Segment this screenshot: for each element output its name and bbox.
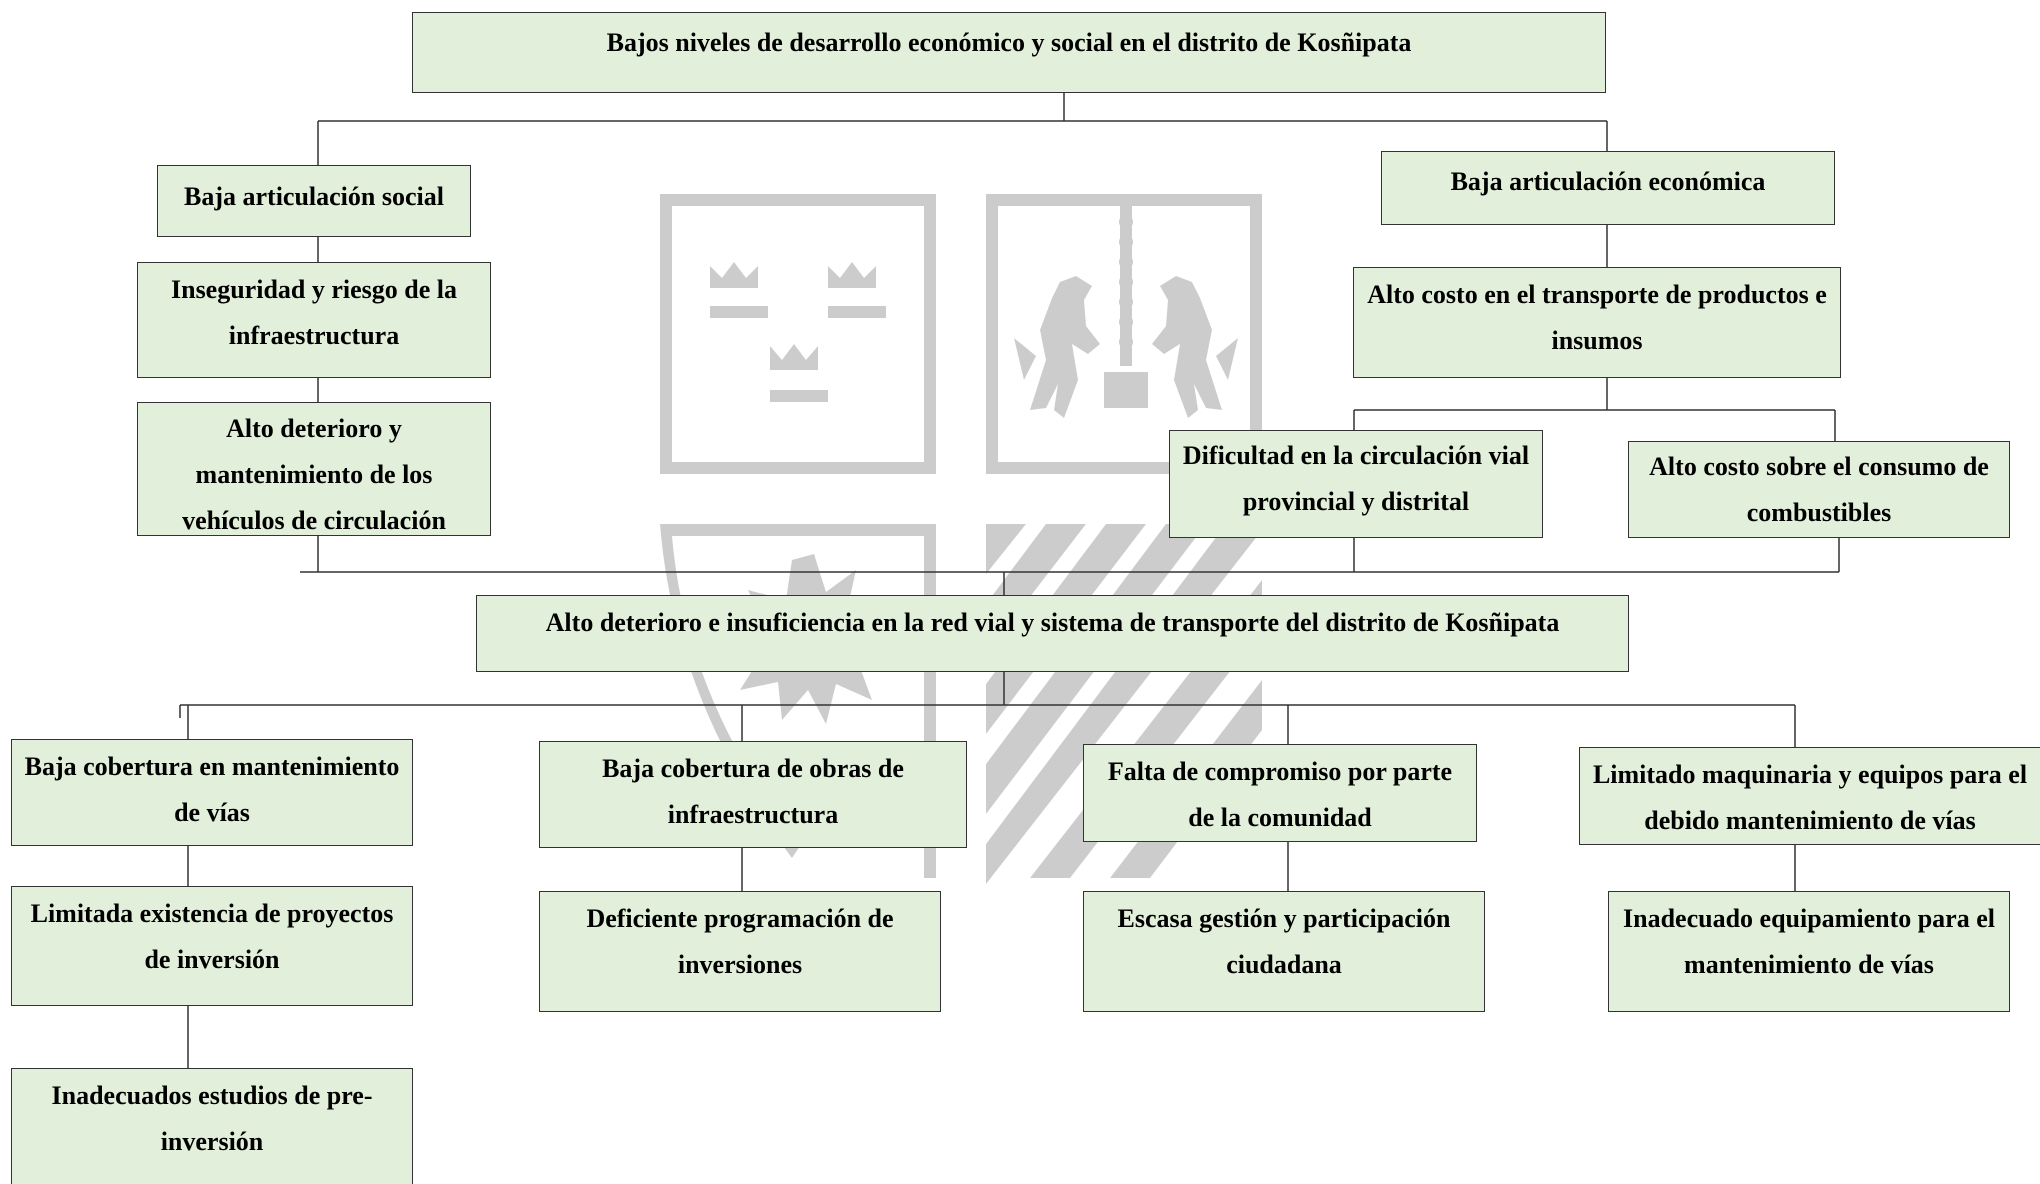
central-problem-label: Alto deterioro e insuficiencia en la red…	[545, 608, 1560, 637]
economic-effect-label: Alto costo en el transporte de productos…	[1367, 280, 1827, 355]
cause-label: Falta de compromiso por parte de la comu…	[1107, 757, 1453, 832]
sub-cause-box: Inadecuado equipamiento para el mantenim…	[1608, 891, 2010, 1012]
main-effect-box: Bajos niveles de desarrollo económico y …	[412, 12, 1606, 93]
cause-label: Baja cobertura de obras de infraestructu…	[602, 754, 904, 829]
cause-label: Limitado maquinaria y equipos para el de…	[1592, 760, 2028, 835]
economic-branch-label: Baja articulación económica	[1450, 167, 1766, 196]
crown-icon	[770, 344, 828, 402]
economic-effect-label: Dificultad en la circulación vial provin…	[1182, 441, 1530, 516]
crown-icon	[710, 262, 768, 318]
economic-branch-box: Baja articulación económica	[1381, 151, 1835, 225]
economic-effect-label: Alto costo sobre el consumo de combustib…	[1649, 452, 1989, 527]
social-branch-label: Baja articulación social	[184, 182, 444, 211]
sub-cause-label: Inadecuado equipamiento para el mantenim…	[1623, 904, 1995, 979]
economic-effect-box: Alto costo en el transporte de productos…	[1353, 267, 1841, 378]
crown-icon	[828, 262, 886, 318]
economic-effect-box: Dificultad en la circulación vial provin…	[1169, 430, 1543, 538]
cause-box: Baja cobertura en mantenimiento de vías	[11, 739, 413, 846]
sub-cause-box: Inadecuados estudios de pre-inversión	[11, 1068, 413, 1184]
sub-cause-label: Limitada existencia de proyectos de inve…	[30, 899, 394, 974]
main-effect-label: Bajos niveles de desarrollo económico y …	[606, 28, 1412, 57]
sub-cause-label: Inadecuados estudios de pre-inversión	[51, 1081, 373, 1156]
social-effect-box: Alto deterioro y mantenimiento de los ve…	[137, 402, 491, 536]
sub-cause-box: Escasa gestión y participación ciudadana	[1083, 891, 1485, 1012]
bear-icon	[1014, 276, 1100, 418]
cause-box: Limitado maquinaria y equipos para el de…	[1579, 747, 2040, 845]
social-effect-label: Alto deterioro y mantenimiento de los ve…	[182, 414, 446, 535]
cause-box: Baja cobertura de obras de infraestructu…	[539, 741, 967, 848]
cause-box: Falta de compromiso por parte de la comu…	[1083, 744, 1477, 842]
chain-icon	[1104, 206, 1148, 408]
sub-cause-box: Limitada existencia de proyectos de inve…	[11, 886, 413, 1006]
cause-label: Baja cobertura en mantenimiento de vías	[24, 752, 400, 827]
central-problem-box: Alto deterioro e insuficiencia en la red…	[476, 595, 1629, 672]
economic-effect-box: Alto costo sobre el consumo de combustib…	[1628, 441, 2010, 538]
sub-cause-label: Deficiente programación de inversiones	[586, 904, 894, 979]
sub-cause-label: Escasa gestión y participación ciudadana	[1117, 904, 1451, 979]
bear-icon	[1152, 276, 1238, 418]
sub-cause-box: Deficiente programación de inversiones	[539, 891, 941, 1012]
social-effect-label: Inseguridad y riesgo de la infraestructu…	[170, 275, 458, 350]
social-branch-box: Baja articulación social	[157, 165, 471, 237]
social-effect-box: Inseguridad y riesgo de la infraestructu…	[137, 262, 491, 378]
